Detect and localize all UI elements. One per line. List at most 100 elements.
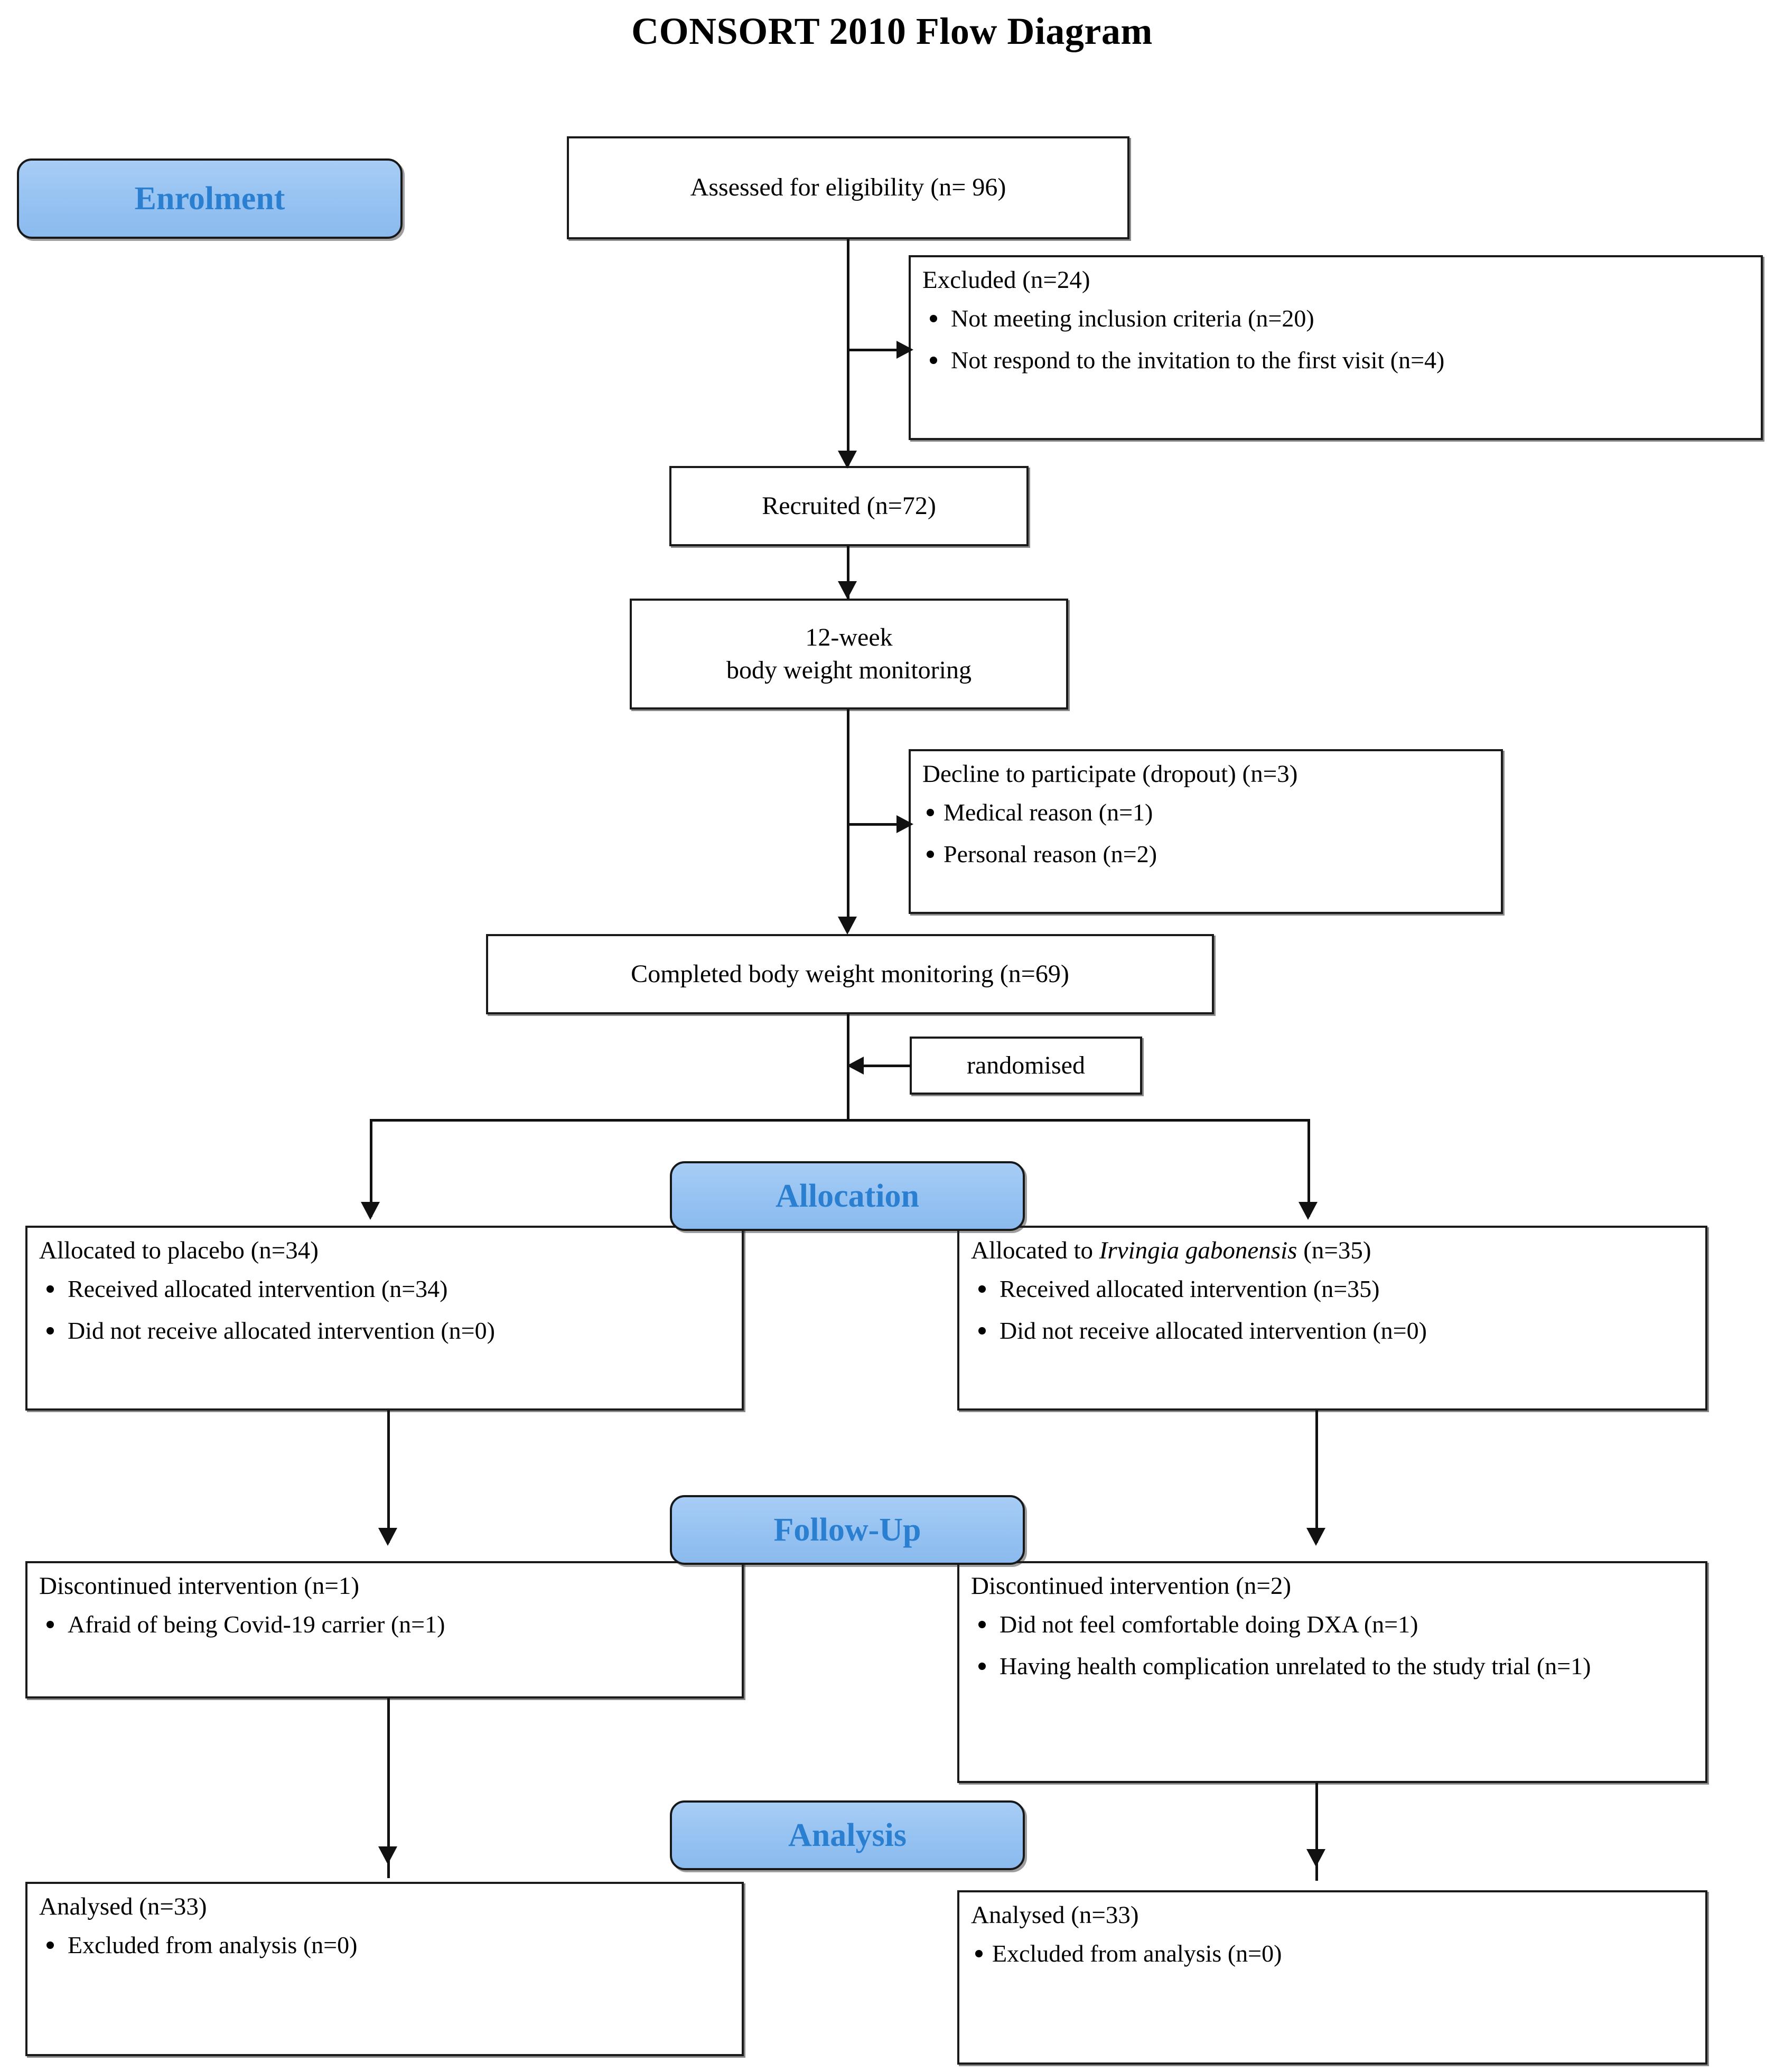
connector-to-excluded	[847, 349, 900, 351]
arrowhead-split-right	[1299, 1202, 1318, 1220]
bullet-icon	[978, 1327, 986, 1334]
node-decline-to-participate: Decline to participate (dropout) (n=3) M…	[909, 749, 1503, 914]
follow-right-item-1: Did not feel comfortable doing DXA (n=1)	[1000, 1610, 1418, 1638]
alloc-left-item-2: Did not receive allocated intervention (…	[68, 1317, 495, 1344]
list-item: Afraid of being Covid-19 carrier (n=1)	[39, 1609, 730, 1640]
alloc-right-item-1: Received allocated intervention (n=35)	[1000, 1275, 1380, 1302]
stage-label-allocation: Allocation	[775, 1178, 920, 1214]
arrowhead-followup-left-to-analysis	[378, 1846, 397, 1864]
randomised-text: randomised	[967, 1051, 1085, 1079]
node-assessed-for-eligibility: Assessed for eligibility (n= 96)	[567, 136, 1129, 239]
list-item: Did not receive allocated intervention (…	[39, 1315, 730, 1347]
decline-headline: Decline to participate (dropout) (n=3)	[922, 760, 1298, 788]
connector-assessed-to-recruited	[847, 239, 849, 465]
follow-left-list: Afraid of being Covid-19 carrier (n=1)	[39, 1609, 730, 1640]
decline-item-1: Medical reason (n=1)	[944, 798, 1153, 826]
list-item: Personal reason (n=2)	[922, 839, 1489, 870]
monitoring-line-2: body weight monitoring	[726, 656, 972, 684]
alloc-left-list: Received allocated intervention (n=34) D…	[39, 1274, 730, 1347]
excluded-item-1: Not meeting inclusion criteria (n=20)	[951, 304, 1314, 332]
follow-right-headline: Discontinued intervention (n=2)	[971, 1572, 1292, 1600]
connector-monitoring-to-completed	[847, 710, 849, 931]
analysis-right-list: Excluded from analysis (n=0)	[971, 1938, 1694, 1970]
analysis-right-item-1: Excluded from analysis (n=0)	[992, 1939, 1282, 1967]
list-item: Excluded from analysis (n=0)	[39, 1930, 730, 1961]
bullet-icon	[46, 1327, 54, 1334]
node-followup-irvingia: Discontinued intervention (n=2) Did not …	[957, 1561, 1707, 1783]
follow-right-list: Did not feel comfortable doing DXA (n=1)…	[971, 1609, 1694, 1682]
monitoring-line-1: 12-week	[805, 623, 893, 651]
node-followup-placebo: Discontinued intervention (n=1) Afraid o…	[25, 1561, 744, 1698]
decline-list: Medical reason (n=1) Personal reason (n=…	[922, 797, 1489, 870]
list-item: Medical reason (n=1)	[922, 797, 1489, 828]
alloc-right-headline-post: (n=35)	[1297, 1237, 1371, 1264]
node-allocated-irvingia: Allocated to Irvingia gabonensis (n=35) …	[957, 1226, 1707, 1411]
excluded-item-2: Not respond to the invitation to the fir…	[951, 346, 1445, 374]
list-item: Did not feel comfortable doing DXA (n=1)	[971, 1609, 1694, 1640]
bullet-icon	[927, 808, 934, 816]
stage-badge-allocation: Allocation	[670, 1161, 1025, 1231]
follow-left-headline: Discontinued intervention (n=1)	[39, 1572, 360, 1600]
completed-text: Completed body weight monitoring (n=69)	[631, 959, 1069, 988]
connector-recruited-to-monitoring	[847, 546, 849, 599]
assessed-text: Assessed for eligibility (n= 96)	[690, 173, 1006, 202]
arrowhead-assessed-to-recruited	[838, 451, 857, 469]
arrowhead-followup-right-to-analysis	[1306, 1849, 1325, 1867]
arrowhead-to-excluded	[896, 341, 913, 359]
bullet-icon	[46, 1285, 54, 1293]
alloc-right-headline: Allocated to Irvingia gabonensis (n=35)	[971, 1235, 1694, 1266]
node-allocated-placebo: Allocated to placebo (n=34) Received all…	[25, 1226, 744, 1411]
list-item: Excluded from analysis (n=0)	[971, 1938, 1694, 1970]
list-item: Having health complication unrelated to …	[971, 1651, 1694, 1682]
follow-left-item-1: Afraid of being Covid-19 carrier (n=1)	[68, 1610, 445, 1638]
stage-badge-analysis: Analysis	[670, 1800, 1025, 1870]
bullet-icon	[930, 356, 937, 364]
bullet-icon	[46, 1941, 54, 1949]
alloc-left-headline: Allocated to placebo (n=34)	[39, 1235, 730, 1266]
connector-split-left-drop	[370, 1119, 372, 1217]
alloc-right-headline-species: Irvingia gabonensis	[1099, 1237, 1297, 1264]
bullet-icon	[927, 850, 934, 858]
alloc-left-item-1: Received allocated intervention (n=34)	[68, 1275, 448, 1302]
node-analysed-irvingia: Analysed (n=33) Excluded from analysis (…	[957, 1890, 1707, 2065]
analysis-left-list: Excluded from analysis (n=0)	[39, 1930, 730, 1961]
page-title: CONSORT 2010 Flow Diagram	[631, 10, 1153, 52]
analysis-left-item-1: Excluded from analysis (n=0)	[68, 1931, 358, 1958]
alloc-right-list: Received allocated intervention (n=35) D…	[971, 1274, 1694, 1347]
alloc-left-headline-text: Allocated to placebo (n=34)	[39, 1237, 319, 1264]
arrowhead-alloc-left-to-followup	[378, 1528, 397, 1546]
recruited-text: Recruited (n=72)	[762, 491, 936, 520]
follow-right-item-2: Having health complication unrelated to …	[1000, 1652, 1591, 1679]
analysis-left-headline: Analysed (n=33)	[39, 1893, 207, 1920]
stage-badge-followup: Follow-Up	[670, 1495, 1025, 1565]
bullet-icon	[978, 1285, 986, 1293]
connector-to-decline	[847, 823, 900, 826]
alloc-right-item-2: Did not receive allocated intervention (…	[1000, 1317, 1427, 1344]
connector-split-right-drop	[1307, 1119, 1310, 1217]
excluded-headline: Excluded (n=24)	[922, 266, 1090, 294]
arrowhead-to-decline	[896, 815, 913, 833]
stage-label-enrolment: Enrolment	[134, 180, 285, 217]
list-item: Not respond to the invitation to the fir…	[922, 345, 1749, 376]
alloc-right-headline-pre: Allocated to	[971, 1237, 1099, 1264]
list-item: Not meeting inclusion criteria (n=20)	[922, 303, 1749, 334]
list-item: Received allocated intervention (n=35)	[971, 1274, 1694, 1305]
arrowhead-split-left	[361, 1202, 380, 1220]
arrowhead-recruited-to-monitoring	[838, 581, 857, 599]
excluded-list: Not meeting inclusion criteria (n=20) No…	[922, 303, 1749, 376]
node-randomised-label: randomised	[910, 1037, 1142, 1095]
node-excluded: Excluded (n=24) Not meeting inclusion cr…	[909, 255, 1763, 440]
arrowhead-monitoring-to-completed	[838, 917, 857, 935]
stage-badge-enrolment: Enrolment	[17, 158, 403, 239]
connector-alloc-left-to-followup	[387, 1411, 390, 1543]
stage-label-followup: Follow-Up	[773, 1511, 921, 1548]
bullet-icon	[978, 1620, 986, 1628]
analysis-right-headline: Analysed (n=33)	[971, 1901, 1139, 1929]
arrowhead-randomised-to-trunk	[847, 1057, 864, 1075]
bullet-icon	[975, 1949, 983, 1957]
connector-allocation-split-bus	[370, 1119, 1310, 1122]
bullet-icon	[930, 314, 937, 322]
node-12-week-monitoring: 12-week body weight monitoring	[630, 599, 1068, 710]
node-analysed-placebo: Analysed (n=33) Excluded from analysis (…	[25, 1882, 744, 2056]
